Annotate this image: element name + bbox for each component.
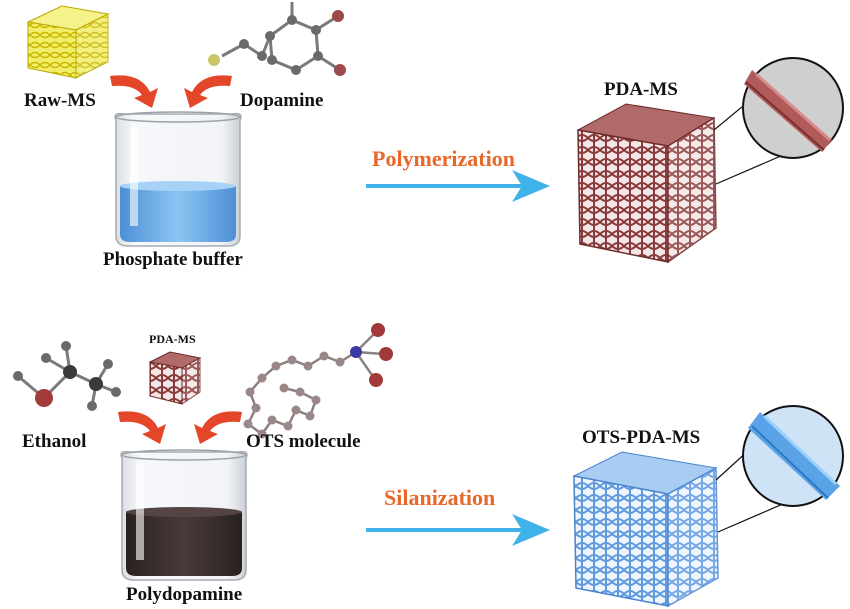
dopamine-label: Dopamine: [240, 90, 323, 111]
silanization-label: Silanization: [384, 485, 495, 510]
feed-arrow-left-icon: [118, 411, 166, 444]
ots-pda-ms-product-label: OTS-PDA-MS: [582, 427, 700, 448]
ots-molecule: [243, 323, 393, 439]
pda-ms-product-label: PDA-MS: [604, 79, 678, 100]
process-arrow-top-icon: [366, 170, 550, 202]
polymerization-label: Polymerization: [372, 146, 515, 171]
zoom-line: [717, 499, 793, 533]
ots-fiber-zoom-inset: [742, 405, 844, 507]
ots-pda-ms-sponge: [572, 451, 719, 608]
dopamine-molecule: [208, 2, 346, 76]
feed-arrow-left-icon: [110, 75, 158, 108]
phosphate-buffer-label: Phosphate buffer: [103, 249, 243, 270]
pda-ms-sponge: [576, 103, 717, 264]
polydopamine-label: Polydopamine: [126, 584, 242, 605]
raw-ms-label: Raw-MS: [24, 90, 96, 111]
beaker-polydopamine: [120, 449, 248, 581]
pda-ms-small-label: PDA-MS: [149, 332, 196, 346]
zoom-line: [715, 151, 791, 185]
process-arrow-bottom-icon: [366, 514, 550, 546]
feed-arrow-right-icon: [184, 75, 232, 108]
beaker-phosphate-buffer: [114, 111, 242, 247]
ethanol-molecule: [13, 341, 121, 411]
feed-arrow-right-icon: [194, 411, 242, 444]
ots-molecule-label: OTS molecule: [246, 431, 361, 452]
ethanol-label: Ethanol: [22, 431, 86, 452]
pda-ms-small-sponge: [148, 351, 202, 405]
pda-fiber-zoom-inset: [742, 57, 844, 159]
raw-ms-sponge: [26, 5, 110, 79]
